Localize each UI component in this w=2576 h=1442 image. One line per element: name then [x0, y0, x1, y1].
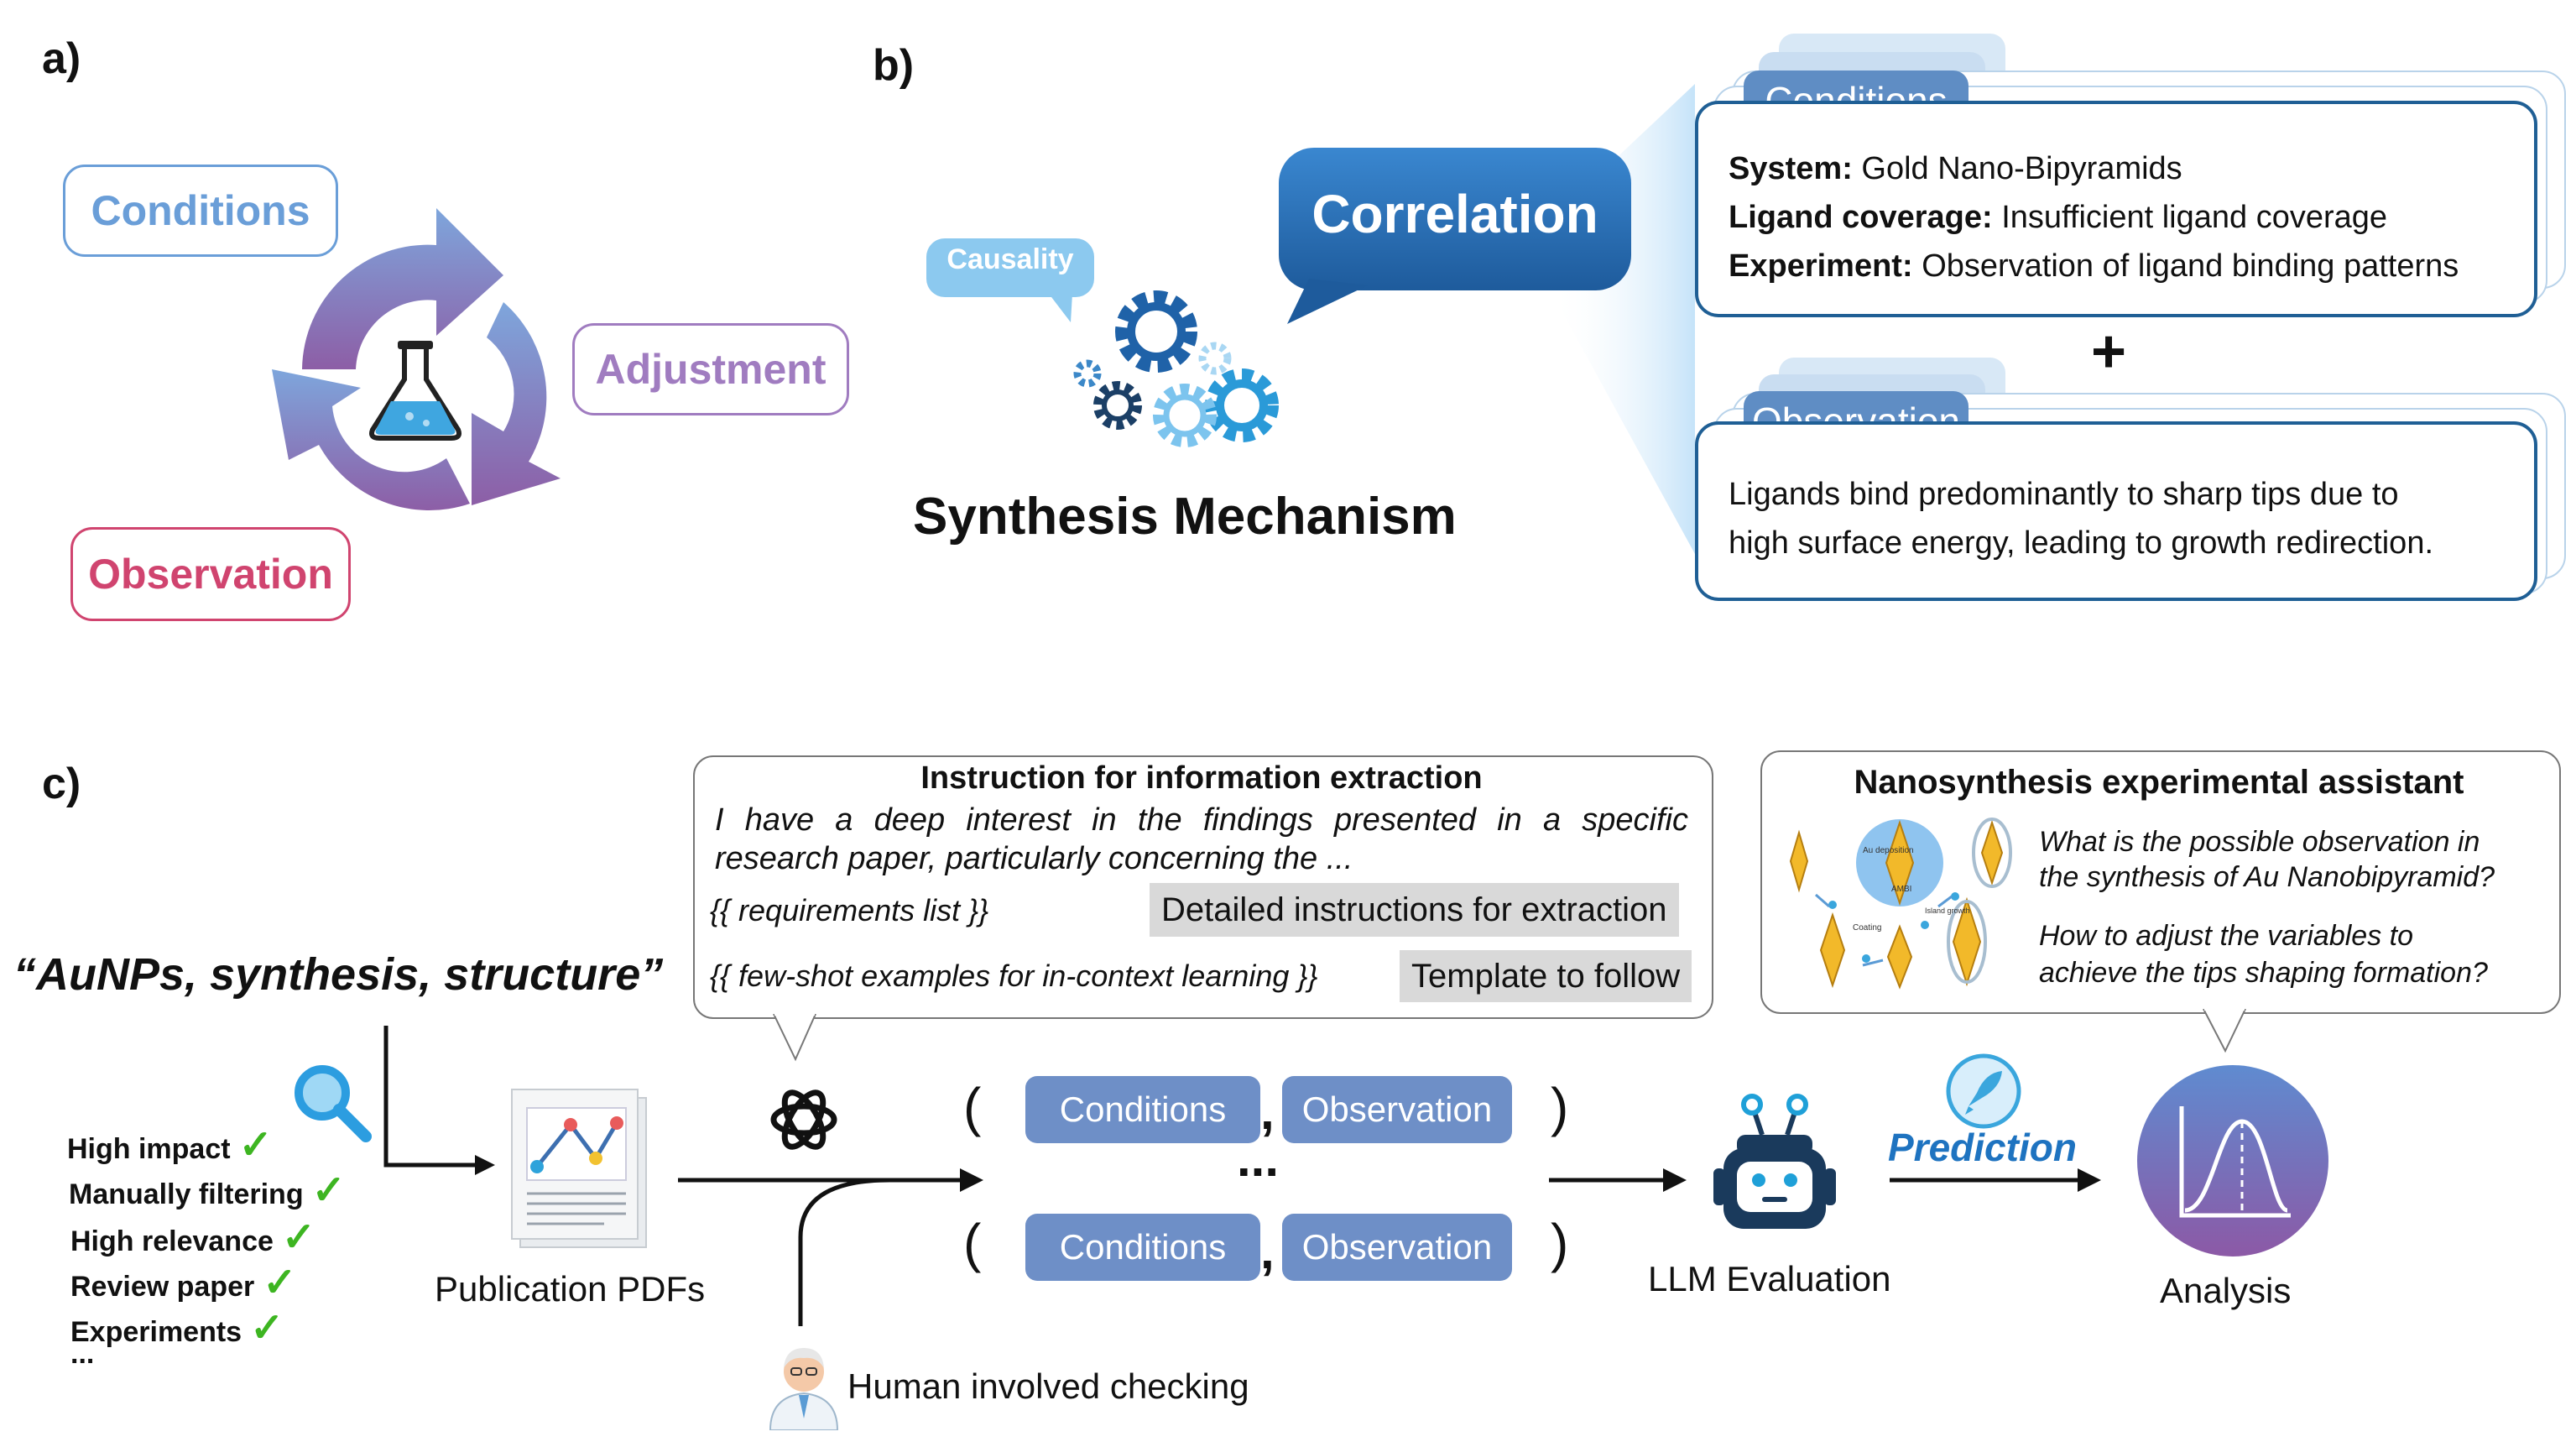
assistant-question-2-line1: How to adjust the variables to	[2039, 920, 2414, 952]
check-icon: ✓	[281, 1215, 316, 1260]
pair-open-paren: (	[963, 1213, 982, 1273]
figure-label-ambi: AMBI	[1891, 885, 1911, 894]
conditions-line-ligand: Ligand coverage: Insufficient ligand cov…	[1729, 200, 2388, 235]
requirements-tag: Detailed instructions for extraction	[1150, 883, 1679, 937]
observation-pill: Observation	[70, 527, 351, 621]
assistant-title: Nanosynthesis experimental assistant	[1854, 764, 2464, 801]
check-icon: ✓	[311, 1168, 346, 1213]
synthesis-mechanism-title: Synthesis Mechanism	[913, 488, 1457, 546]
pair-close-paren: )	[1551, 1213, 1569, 1273]
nanobipyramid-figure: Au deposition AMBI Coating Island growth	[1789, 818, 2012, 990]
filter-high-impact: High impact✓	[67, 1123, 273, 1168]
observation-card	[1695, 421, 2537, 601]
instruction-body-line1: I have a deep interest in the findings p…	[715, 802, 1688, 838]
cycle-arrows-icon	[272, 208, 561, 511]
observation-line-2: high surface energy, leading to growth r…	[1729, 525, 2434, 561]
openai-logo-icon	[770, 1089, 837, 1150]
causality-bubble	[926, 238, 1094, 322]
gears-icon	[1073, 290, 1279, 447]
filter-high-relevance: High relevance✓	[70, 1215, 316, 1260]
conditions-line-system: System: Gold Nano-Bipyramids	[1729, 151, 2182, 186]
plus-sign: +	[2091, 318, 2127, 385]
assistant-question-1-line1: What is the possible observation in	[2039, 826, 2480, 858]
filter-manual: Manually filtering✓	[69, 1168, 346, 1213]
figure-label-coating: Coating	[1853, 923, 1881, 933]
requirements-placeholder: {{ requirements list }}	[710, 893, 989, 927]
conditions-line-experiment: Experiment: Observation of ligand bindin…	[1729, 248, 2459, 284]
instruction-title: Instruction for information extraction	[920, 760, 1483, 796]
pdf-document-icon	[511, 1089, 647, 1248]
pair-open-paren: (	[963, 1077, 982, 1137]
assistant-question-2-line2: achieve the tips shaping formation?	[2039, 957, 2488, 989]
figure-label-island-growth: Island growth	[1925, 906, 1970, 915]
llm-to-analysis-arrow	[1890, 1168, 2101, 1192]
pair-observation-1: Observation	[1282, 1076, 1512, 1143]
query-connector-arrow	[383, 1026, 495, 1175]
panel-a-label: a)	[42, 34, 81, 83]
analysis-distribution-icon	[2137, 1065, 2328, 1257]
magnifier-icon	[295, 1065, 372, 1142]
fewshot-tag: Template to follow	[1400, 950, 1692, 1002]
filter-experiments: Experiments✓	[70, 1306, 284, 1351]
figure-label-au-deposition: Au deposition	[1863, 846, 1914, 855]
prediction-label: Prediction	[1888, 1126, 2077, 1169]
flask-icon	[369, 341, 461, 441]
pair-observation-2: Observation	[1282, 1214, 1512, 1281]
scientist-avatar-icon	[769, 1348, 839, 1430]
filter-more: ...	[70, 1338, 95, 1370]
check-icon: ✓	[238, 1123, 273, 1168]
pairs-ellipsis: ...	[1237, 1131, 1280, 1187]
pair-conditions-1: Conditions	[1025, 1076, 1260, 1143]
pairs-to-llm-arrow	[1549, 1168, 1687, 1192]
instruction-body-line2: research paper, particularly concerning …	[715, 841, 1353, 876]
conditions-card	[1695, 101, 2537, 317]
pair-comma-1: ,	[1260, 1084, 1275, 1140]
pair-close-paren: )	[1551, 1077, 1569, 1137]
check-icon: ✓	[250, 1306, 284, 1351]
panel-b-label: b)	[873, 41, 915, 90]
assistant-bubble-tail	[2203, 1009, 2246, 1053]
filter-review-paper: Review paper✓	[70, 1261, 297, 1305]
observation-line-1: Ligands bind predominantly to sharp tips…	[1729, 477, 2399, 512]
analysis-label: Analysis	[2160, 1271, 2292, 1310]
llm-evaluation-label: LLM Evaluation	[1648, 1259, 1891, 1298]
instruction-bubble-tail	[773, 1014, 816, 1062]
search-query: “AuNPs, synthesis, structure”	[13, 949, 664, 1000]
human-check-connector	[798, 1178, 890, 1326]
panel-c-label: c)	[42, 760, 81, 808]
correlation-bubble	[1279, 148, 1631, 324]
assistant-question-1-line2: the synthesis of Au Nanobipyramid?	[2039, 861, 2495, 893]
causality-label: Causality	[946, 243, 1074, 275]
correlation-label: Correlation	[1311, 184, 1598, 244]
pdfs-to-pairs-arrow	[678, 1168, 983, 1192]
human-checking-label: Human involved checking	[847, 1366, 1249, 1406]
check-icon: ✓	[263, 1261, 297, 1305]
conditions-pill: Conditions	[63, 165, 338, 257]
fewshot-placeholder: {{ few-shot examples for in-context lear…	[710, 959, 1318, 993]
robot-icon	[1713, 1094, 1836, 1229]
rocket-icon	[1946, 1053, 2021, 1129]
pdfs-label: Publication PDFs	[435, 1269, 706, 1309]
pair-comma-2: ,	[1260, 1223, 1275, 1279]
adjustment-pill: Adjustment	[572, 323, 849, 415]
pair-conditions-2: Conditions	[1025, 1214, 1260, 1281]
